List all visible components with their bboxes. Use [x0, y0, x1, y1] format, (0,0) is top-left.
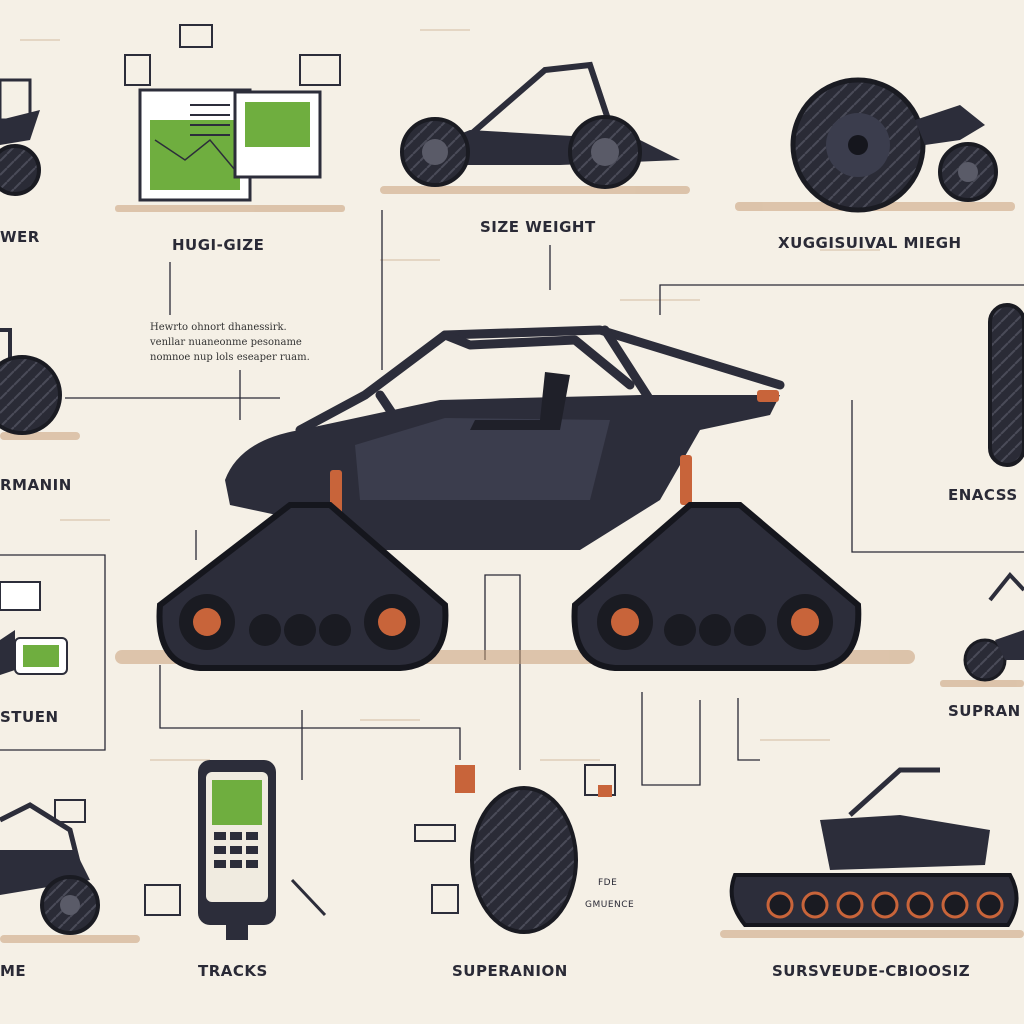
small-label-gmuence: GMUENCE: [585, 900, 635, 910]
connector-lines: [0, 210, 1024, 786]
description-line: nomnoe nup lols eseaper ruam.: [150, 352, 310, 363]
description-text: Hewrto ohnort dhanessirk. venllar nuaneo…: [150, 320, 350, 365]
label-enacss: ENACSS: [948, 486, 1018, 504]
left-lower-vehicle: [0, 581, 68, 675]
label-sursveude: SURSVEUDE-CBIOOSIZ: [772, 962, 971, 980]
left-mid-vehicle: [0, 328, 62, 435]
main-tracked-buggy: [156, 325, 862, 671]
bottom-right-tracked-buggy: [729, 767, 1019, 927]
right-side-tire: [988, 303, 1024, 467]
description-line: venllar nuaneonme pesoname: [150, 337, 302, 348]
description-line: Hewrto ohnort dhanessirk.: [150, 322, 287, 333]
rear-light: [757, 390, 779, 402]
map-screens: [124, 24, 341, 202]
track-wheels: [179, 594, 833, 650]
label-supran: SUPRAN: [948, 702, 1021, 720]
seat: [470, 372, 570, 430]
label-wer: WER: [0, 228, 40, 246]
bottom-left-buggy: [0, 799, 100, 935]
top-right-atv: [790, 77, 998, 213]
label-superanion: SUPERANION: [452, 962, 568, 980]
body-panel: [355, 418, 610, 500]
top-left-vehicle: [0, 78, 41, 196]
label-me: ME: [0, 962, 27, 980]
label-hugi-gize: HUGI-GIZE: [172, 236, 265, 254]
tire-bottom-center: [414, 764, 616, 934]
label-rmanin: RMANIN: [0, 476, 72, 494]
top-center-buggy: [400, 61, 680, 189]
small-label-fde: FDE: [598, 878, 618, 888]
label-size-weight: SIZE WEIGHT: [480, 218, 596, 236]
label-stuen: STUEN: [0, 708, 59, 726]
label-xugisuival-miegh: XUGGISUIVAL MIEGH: [778, 234, 962, 252]
right-lower-atv: [963, 571, 1024, 682]
label-tracks: TRACKS: [198, 962, 268, 980]
gps-device: [144, 760, 327, 940]
